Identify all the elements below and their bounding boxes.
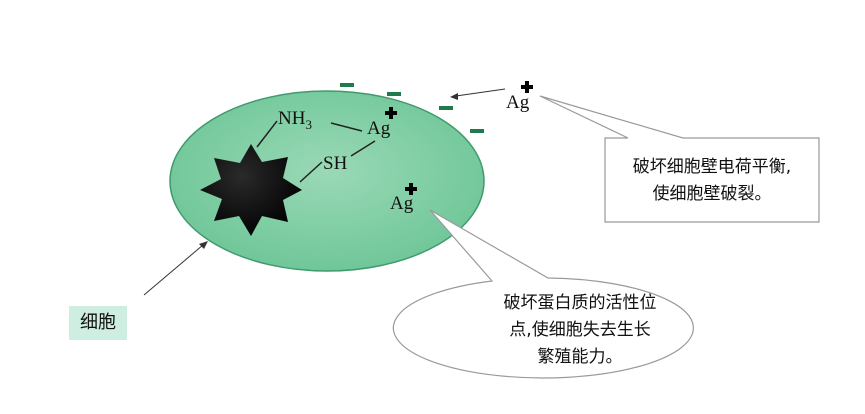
- protein-callout-text: 破坏蛋白质的活性位 点,使细胞失去生长 繁殖能力。: [470, 290, 690, 371]
- protein-star-shape: [200, 144, 302, 236]
- cell-label: 细胞: [80, 312, 116, 333]
- ag-upper-label: Ag: [367, 118, 391, 139]
- ag-lower-label: Ag: [390, 193, 414, 214]
- sh-bond-line: [299, 161, 323, 183]
- nh3-text: NH: [278, 108, 306, 129]
- cell-label-box: 细胞: [69, 306, 127, 340]
- plus-sign-ag-lower: [405, 183, 417, 195]
- plus-sign-ag-outer: [521, 81, 533, 93]
- nh3-label: NH3: [278, 108, 312, 133]
- sh-label: SH: [323, 153, 348, 174]
- nh3-subscript: 3: [305, 116, 312, 132]
- negative-charge-2: [387, 92, 401, 96]
- protein-callout-line-1: 破坏蛋白质的活性位: [503, 293, 657, 313]
- negative-charge-3: [439, 106, 453, 110]
- wall-callout-line-1: 破坏细胞壁电荷平衡,: [632, 157, 792, 177]
- approach-arrow-line: [455, 88, 506, 97]
- cell-pointer-arrow-head: [199, 241, 208, 249]
- wall-callout-text: 破坏细胞壁电荷平衡, 使细胞壁破裂。: [606, 154, 818, 208]
- wall-callout-line-2: 使细胞壁破裂。: [652, 184, 772, 204]
- negative-charge-4: [470, 129, 484, 133]
- protein-callout-line-3: 繁殖能力。: [537, 347, 623, 367]
- protein-callout-bubble: [392, 209, 694, 379]
- ag-outer-label: Ag: [506, 92, 530, 113]
- nh3-bond-line: [256, 120, 278, 148]
- negative-charge-1: [340, 83, 354, 87]
- nh3-ag-bond-line: [330, 122, 363, 132]
- protein-callout-line-2: 点,使细胞失去生长: [509, 320, 651, 340]
- cell-body: [169, 90, 485, 272]
- plus-sign-ag-upper: [385, 107, 397, 119]
- approach-arrow-head: [450, 93, 458, 100]
- wall-callout-bubble: [539, 95, 820, 223]
- cell-pointer-line: [143, 244, 204, 296]
- sh-ag-bond-line: [350, 140, 376, 157]
